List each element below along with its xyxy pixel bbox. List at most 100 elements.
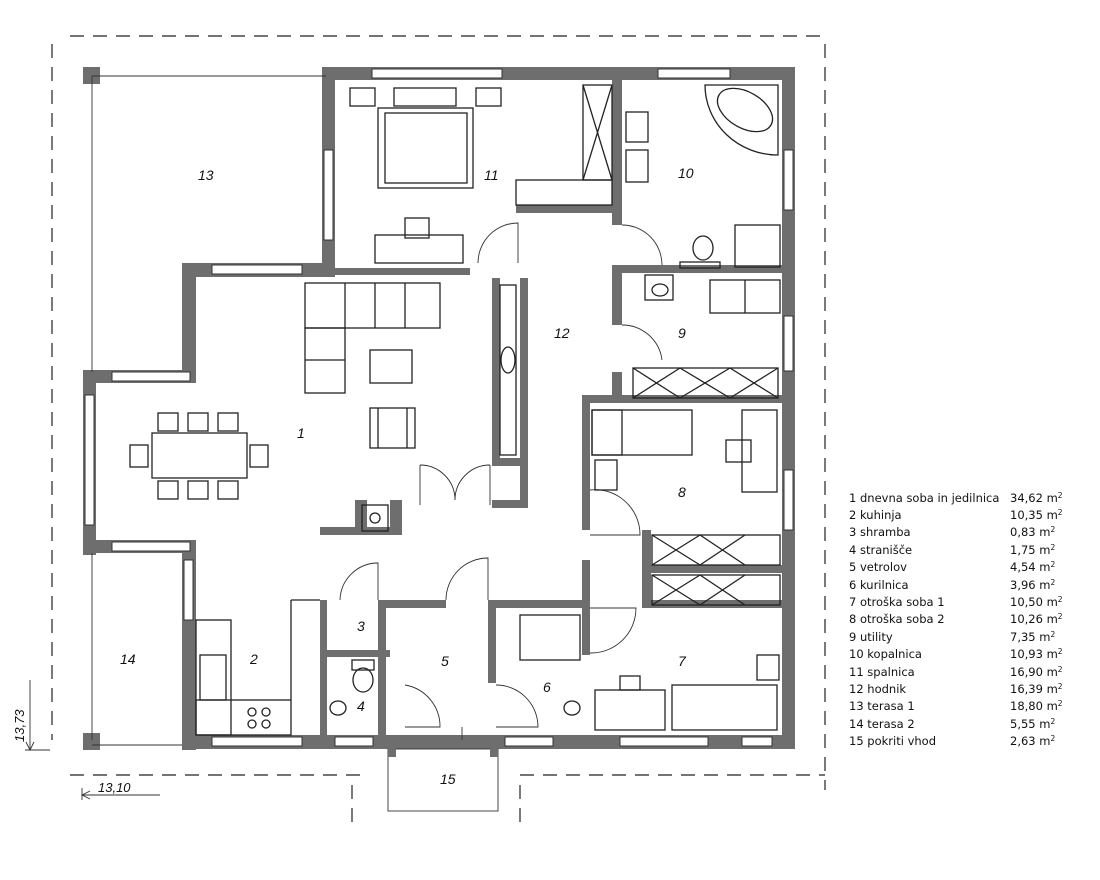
legend-room-label: kopalnica <box>867 647 922 662</box>
room-number-7: 7 <box>678 653 687 669</box>
legend-room-area: 10,35 m2 <box>1010 508 1063 522</box>
area-unit: m <box>1046 647 1058 662</box>
area-unit-exponent: 2 <box>1050 629 1056 639</box>
depth-dimension: 13,73 <box>12 709 27 742</box>
legend-room-name: 14 terasa 2 <box>849 717 1010 731</box>
width-dimension: 13,10 <box>98 780 131 795</box>
room-number-10: 10 <box>678 165 694 181</box>
bathroom-fixtures <box>625 84 781 269</box>
legend-room-number: 6 <box>849 577 857 592</box>
legend-room-area: 34,62 m2 <box>1010 491 1063 505</box>
legend-room-label: kurilnica <box>859 577 909 592</box>
legend-room-number: 7 <box>849 595 857 610</box>
area-unit: m <box>1039 577 1051 592</box>
area-unit-exponent: 2 <box>1057 595 1063 605</box>
area-unit-exponent: 2 <box>1057 681 1063 691</box>
wc-fixtures <box>329 614 581 716</box>
legend-room-label: stranišče <box>859 542 913 557</box>
area-unit: m <box>1039 716 1051 731</box>
area-value: 3,96 <box>1010 577 1036 592</box>
windows <box>84 68 794 747</box>
area-unit: m <box>1046 508 1058 523</box>
legend-room-name: 10 kopalnica <box>849 647 1010 661</box>
child-room-2-furniture <box>591 409 781 566</box>
area-unit: m <box>1039 629 1051 644</box>
room-number-labels: 1 2 3 4 5 6 7 8 9 10 11 12 13 14 15 <box>120 165 694 787</box>
legend-room-name: 11 spalnica <box>849 665 1010 679</box>
room-number-12: 12 <box>554 325 570 341</box>
legend-room-name: 6 kurilnica <box>849 578 1010 592</box>
area-unit-exponent: 2 <box>1050 734 1056 744</box>
area-unit: m <box>1039 542 1051 557</box>
legend-room-label: otroška soba 1 <box>859 595 945 610</box>
legend-room-area: 3,96 m2 <box>1010 578 1055 592</box>
room-number-13: 13 <box>198 167 214 183</box>
area-value: 2,63 <box>1010 734 1036 749</box>
area-unit-exponent: 2 <box>1057 647 1063 657</box>
legend-room-number: 1 <box>849 490 857 505</box>
room-number-9: 9 <box>678 325 686 341</box>
room-number-6: 6 <box>543 679 551 695</box>
area-unit-exponent: 2 <box>1050 577 1056 587</box>
room-number-4: 4 <box>357 698 365 714</box>
legend-room-area: 10,26 m2 <box>1010 612 1063 626</box>
legend-room-label: dnevna soba in jedilnica <box>859 490 1000 505</box>
legend-room-name: 2 kuhinja <box>849 508 1010 522</box>
legend-room-number: 3 <box>849 525 857 540</box>
legend-room-name: 5 vetrolov <box>849 560 1010 574</box>
area-value: 1,75 <box>1010 542 1036 557</box>
area-unit-exponent: 2 <box>1057 490 1063 500</box>
legend-room-label: shramba <box>859 525 911 540</box>
kitchen-fixtures <box>195 504 389 736</box>
room-number-5: 5 <box>441 653 449 669</box>
terrace-1-outline <box>91 75 326 372</box>
legend-room-label: otroška soba 2 <box>859 612 945 627</box>
legend-room-label: kuhinja <box>859 508 902 523</box>
area-unit-exponent: 2 <box>1057 699 1063 709</box>
legend-room-name: 1 dnevna soba in jedilnica <box>849 491 1010 505</box>
legend-room-number: 4 <box>849 542 857 557</box>
legend-room-number: 10 <box>849 647 864 662</box>
legend-room-label: pokriti vhod <box>867 734 937 749</box>
legend-room-name: 9 utility <box>849 630 1010 644</box>
legend-room-number: 12 <box>849 681 864 696</box>
area-unit: m <box>1046 699 1058 714</box>
room-number-2: 2 <box>249 651 258 667</box>
area-value: 10,50 <box>1010 595 1043 610</box>
area-unit: m <box>1046 595 1058 610</box>
legend-room-number: 15 <box>849 734 864 749</box>
utility-fixtures <box>632 274 781 399</box>
legend-row: 7 otroška soba 1 10,50 m2 <box>849 593 1089 610</box>
legend-room-number: 2 <box>849 508 857 523</box>
legend-room-label: utility <box>859 629 893 644</box>
legend-room-area: 4,54 m2 <box>1010 560 1055 574</box>
legend-room-label: terasa 1 <box>867 699 915 714</box>
area-value: 10,26 <box>1010 612 1043 627</box>
legend-room-number: 5 <box>849 560 857 575</box>
area-unit: m <box>1039 560 1051 575</box>
legend-room-number: 8 <box>849 612 857 627</box>
area-value: 16,39 <box>1010 681 1043 696</box>
legend-room-name: 13 terasa 1 <box>849 699 1010 713</box>
area-unit-exponent: 2 <box>1050 716 1056 726</box>
area-value: 34,62 <box>1010 490 1043 505</box>
area-value: 10,35 <box>1010 508 1043 523</box>
room-number-15: 15 <box>440 771 456 787</box>
area-value: 16,90 <box>1010 664 1043 679</box>
terrace-2-outline <box>91 553 182 746</box>
area-unit: m <box>1046 490 1058 505</box>
dimension-lines: 13,73 13,10 <box>12 680 160 800</box>
legend-room-area: 2,63 m2 <box>1010 734 1055 748</box>
legend-room-number: 9 <box>849 629 857 644</box>
legend-room-area: 5,55 m2 <box>1010 717 1055 731</box>
area-unit-exponent: 2 <box>1050 560 1056 570</box>
area-unit-exponent: 2 <box>1057 612 1063 622</box>
legend-row: 15 pokriti vhod 2,63 m2 <box>849 732 1089 749</box>
